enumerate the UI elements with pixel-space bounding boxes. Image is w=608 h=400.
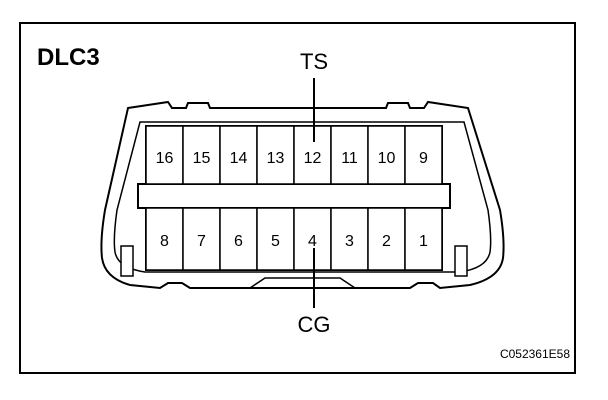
pin-cell-16	[145, 125, 184, 185]
pin-cell-11	[330, 125, 369, 185]
pin-number-9: 9	[419, 150, 428, 167]
figure-code: C052361E58	[499, 347, 570, 361]
pin-number-11: 11	[341, 150, 358, 167]
pin-cells: 16 15 14 13 12 11 10 9 8 7 6 5 4 3 2 1	[145, 125, 443, 271]
pin-cell-2	[367, 207, 406, 271]
pin-number-5: 5	[271, 233, 280, 250]
pin-number-1: 1	[419, 233, 428, 250]
center-separator-bar	[137, 183, 451, 209]
pin-cell-15	[182, 125, 221, 185]
pin-cell-14	[219, 125, 258, 185]
pin-number-16: 16	[156, 150, 174, 167]
ts-label: TS	[300, 49, 328, 74]
pin-cell-6	[219, 207, 258, 271]
right-mounting-slot	[454, 245, 468, 277]
cg-label: CG	[298, 312, 331, 337]
pin-cell-8	[145, 207, 184, 271]
left-mounting-slot	[120, 245, 134, 277]
connector-title: DLC3	[37, 44, 100, 71]
pin-number-6: 6	[234, 233, 243, 250]
pin-number-15: 15	[193, 150, 211, 167]
pin-cell-5	[256, 207, 295, 271]
pin-cell-10	[367, 125, 406, 185]
pin-number-2: 2	[382, 233, 391, 250]
pin-number-14: 14	[230, 150, 248, 167]
pin-number-12: 12	[304, 150, 322, 167]
pin-number-10: 10	[378, 150, 396, 167]
connector-bottom-key	[249, 277, 356, 289]
pin-number-4: 4	[308, 233, 317, 250]
pin-number-3: 3	[345, 233, 354, 250]
pin-cell-9	[404, 125, 443, 185]
pin-cell-1	[404, 207, 443, 271]
pin-number-13: 13	[267, 150, 285, 167]
pin-number-7: 7	[197, 233, 206, 250]
pin-number-8: 8	[160, 233, 169, 250]
pin-cell-12	[293, 125, 332, 185]
pin-cell-4	[293, 207, 332, 271]
